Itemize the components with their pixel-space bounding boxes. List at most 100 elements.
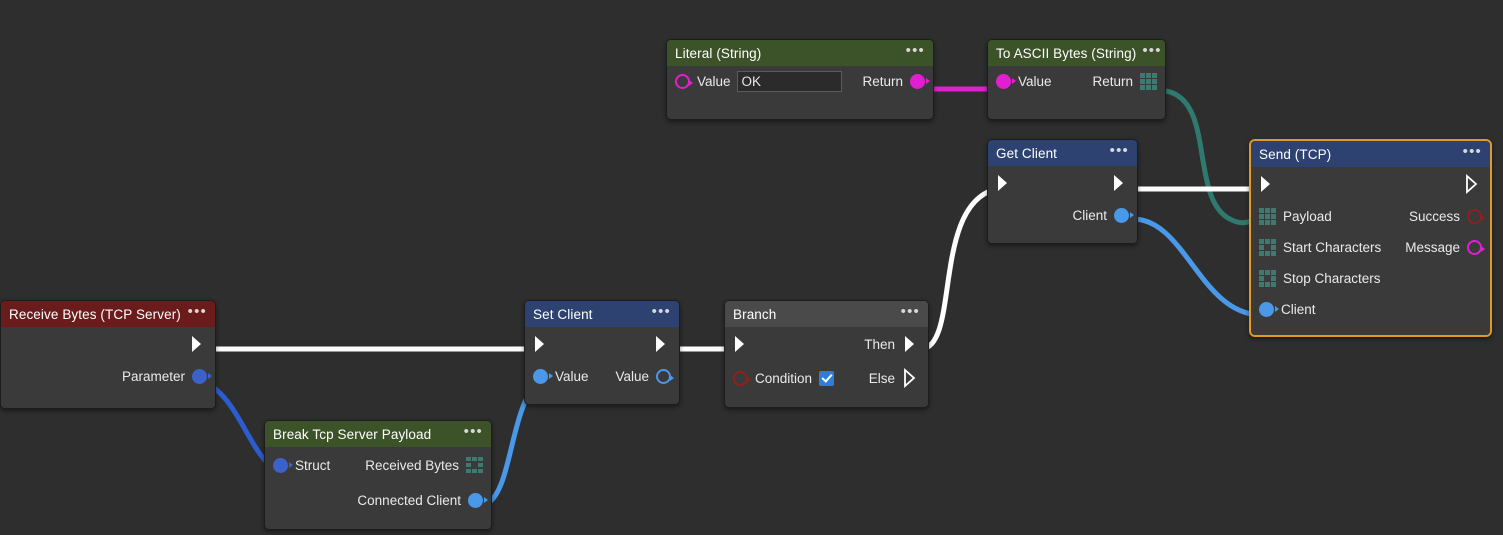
node-menu-icon[interactable]: •••: [463, 422, 483, 440]
port-row: Value Value: [525, 361, 679, 392]
exec-out-port-then[interactable]: Then: [864, 334, 928, 354]
port-dot-icon[interactable]: [468, 492, 488, 508]
exec-arrow-icon[interactable]: [1259, 174, 1277, 194]
exec-out-port[interactable]: [1111, 173, 1137, 193]
node-body-padding: [725, 395, 928, 407]
node-header[interactable]: To ASCII Bytes (String) •••: [988, 40, 1165, 66]
node-header[interactable]: Get Client •••: [988, 140, 1137, 166]
node-to-ascii-bytes[interactable]: To ASCII Bytes (String) ••• Value Return: [987, 39, 1166, 120]
node-menu-icon[interactable]: •••: [1109, 141, 1129, 159]
node-get-client[interactable]: Get Client ••• Client: [987, 139, 1138, 244]
input-port-condition[interactable]: Condition: [725, 370, 835, 386]
node-menu-icon[interactable]: •••: [651, 302, 671, 320]
port-dot-icon[interactable]: [656, 369, 674, 384]
input-port-client[interactable]: Client: [1251, 302, 1316, 317]
node-body: Then Condition Else: [725, 327, 928, 407]
node-header[interactable]: Literal (String) •••: [667, 40, 933, 66]
port-dot-icon[interactable]: [1114, 208, 1134, 223]
node-header[interactable]: Send (TCP) •••: [1251, 141, 1490, 167]
node-break-tcp-server-payload[interactable]: Break Tcp Server Payload ••• Struct Rece…: [264, 420, 492, 530]
output-port-success[interactable]: Success: [1409, 209, 1490, 224]
port-dot-icon[interactable]: [533, 369, 553, 384]
node-body: Struct Received Bytes Connected Client: [265, 447, 491, 529]
port-label: Parameter: [121, 369, 185, 384]
node-menu-icon[interactable]: •••: [905, 41, 925, 59]
node-header[interactable]: Set Client •••: [525, 301, 679, 327]
port-row: Payload Success: [1251, 201, 1490, 232]
port-dot-icon[interactable]: [192, 369, 212, 384]
port-row: Connected Client: [265, 483, 491, 517]
input-port-stop-characters[interactable]: Stop Characters: [1251, 270, 1381, 287]
input-port-value[interactable]: Value: [988, 74, 1052, 89]
input-port-struct[interactable]: Struct: [265, 457, 331, 473]
exec-arrow-icon[interactable]: [653, 334, 671, 354]
port-dot-icon[interactable]: [273, 457, 293, 473]
input-port-value[interactable]: Value: [667, 74, 731, 89]
exec-out-port[interactable]: [653, 334, 679, 354]
node-title: Break Tcp Server Payload: [273, 426, 432, 442]
port-label: Return: [1092, 74, 1133, 89]
exec-in-port[interactable]: [988, 173, 1014, 193]
exec-in-port[interactable]: [525, 334, 551, 354]
exec-arrow-icon[interactable]: [1111, 173, 1129, 193]
exec-out-port-else[interactable]: Else: [869, 368, 928, 388]
port-label: Struct: [295, 457, 331, 473]
port-dot-icon[interactable]: [910, 74, 930, 89]
port-dot-icon[interactable]: [996, 74, 1016, 89]
port-dot-icon[interactable]: [1467, 209, 1485, 224]
output-port-message[interactable]: Message: [1405, 240, 1490, 255]
exec-arrow-icon[interactable]: [902, 334, 920, 354]
output-port-parameter[interactable]: Parameter: [122, 369, 215, 384]
output-port-received-bytes[interactable]: Received Bytes: [365, 456, 491, 474]
condition-checkbox[interactable]: [819, 370, 835, 386]
node-menu-icon[interactable]: •••: [1142, 41, 1162, 59]
array-grid-icon[interactable]: [1259, 270, 1276, 287]
node-menu-icon[interactable]: •••: [187, 302, 207, 320]
exec-arrow-icon[interactable]: [733, 334, 751, 354]
exec-out-port[interactable]: [189, 334, 215, 354]
wire-branch-then-to-getclient: [921, 186, 997, 352]
output-port-return[interactable]: Return: [1092, 73, 1165, 90]
port-dot-icon[interactable]: [733, 370, 751, 386]
exec-in-port[interactable]: [725, 334, 751, 354]
port-row: Struct Received Bytes: [265, 447, 491, 483]
array-grid-icon[interactable]: [466, 456, 483, 474]
port-label: Message: [1405, 240, 1460, 255]
output-port-client[interactable]: Client: [1072, 208, 1137, 223]
node-send-tcp[interactable]: Send (TCP) ••• Paylo: [1249, 139, 1492, 337]
exec-arrow-icon[interactable]: [996, 173, 1014, 193]
node-header[interactable]: Receive Bytes (TCP Server) •••: [1, 301, 215, 327]
wire-ascii-to-payload: [1165, 88, 1259, 226]
port-dot-icon[interactable]: [1259, 302, 1279, 317]
output-port-connected-client[interactable]: Connected Client: [357, 492, 491, 508]
input-port-payload[interactable]: Payload: [1251, 208, 1332, 225]
node-menu-icon[interactable]: •••: [900, 302, 920, 320]
port-dot-icon[interactable]: [675, 74, 693, 89]
exec-arrow-outline-icon[interactable]: [902, 368, 920, 388]
array-grid-icon[interactable]: [1259, 208, 1276, 225]
input-port-value[interactable]: Value: [525, 369, 589, 384]
literal-value-input[interactable]: [736, 71, 842, 92]
node-branch[interactable]: Branch ••• Then: [724, 300, 929, 408]
node-header[interactable]: Branch •••: [725, 301, 928, 327]
exec-out-port[interactable]: [1464, 174, 1490, 194]
output-port-value[interactable]: Value: [615, 369, 679, 384]
node-menu-icon[interactable]: •••: [1462, 142, 1482, 160]
node-receive-bytes-tcp-server[interactable]: Receive Bytes (TCP Server) ••• Parameter: [0, 300, 216, 409]
output-port-return[interactable]: Return: [862, 74, 933, 89]
node-literal-string[interactable]: Literal (String) ••• Value Return: [666, 39, 934, 120]
input-port-start-characters[interactable]: Start Characters: [1251, 239, 1381, 256]
node-body-padding: [525, 392, 679, 404]
exec-arrow-outline-icon[interactable]: [1464, 174, 1482, 194]
port-dot-icon[interactable]: [1467, 240, 1485, 255]
exec-row: [1251, 167, 1490, 201]
port-label: Value: [697, 74, 731, 89]
exec-arrow-icon[interactable]: [533, 334, 551, 354]
node-header[interactable]: Break Tcp Server Payload •••: [265, 421, 491, 447]
node-set-client[interactable]: Set Client ••• Value: [524, 300, 680, 405]
exec-arrow-icon[interactable]: [189, 334, 207, 354]
exec-in-port[interactable]: [1251, 174, 1277, 194]
array-grid-icon[interactable]: [1140, 73, 1157, 90]
array-grid-icon[interactable]: [1259, 239, 1276, 256]
